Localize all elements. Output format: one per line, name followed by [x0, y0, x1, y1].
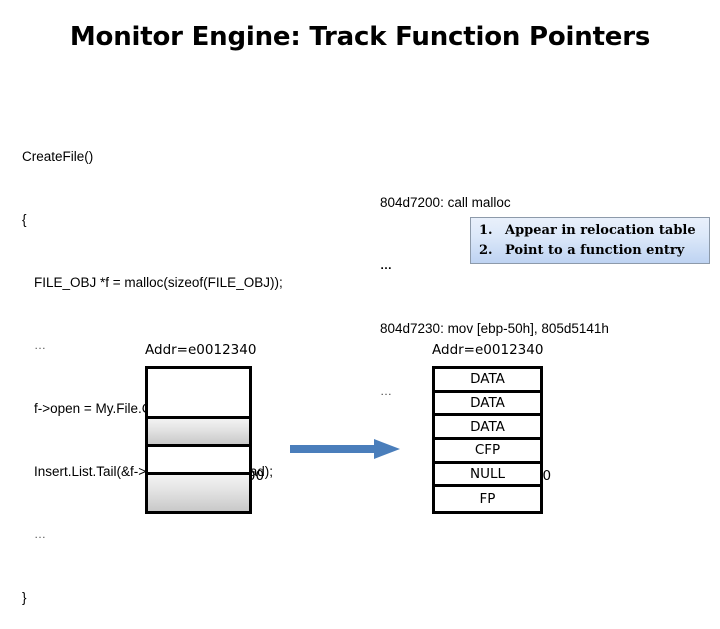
- memory-cell: [148, 447, 249, 475]
- page-title: Monitor Engine: Track Function Pointers: [69, 22, 651, 52]
- memory-cell: DATA: [435, 392, 540, 417]
- memory-cell: DATA: [435, 416, 540, 440]
- callout-item-number: 1.: [479, 223, 493, 238]
- callout-item-label: Appear in relocation table: [505, 223, 696, 238]
- asm-line: 804d7200: call malloc: [380, 195, 511, 210]
- object-addr-label: Addr=e0012340: [145, 342, 257, 358]
- asm-line: 804d7230: mov [ebp-50h], 805d5141h: [380, 321, 609, 336]
- memory-cell: FP: [435, 487, 540, 511]
- memory-cell: DATA: [435, 369, 540, 393]
- asm-line-ellipsis: …: [380, 384, 393, 398]
- flow-arrow-icon: [290, 439, 400, 459]
- memory-cell: [148, 369, 249, 419]
- callout-item: 2. Point to a function entry: [479, 241, 703, 261]
- object-addr-label: Addr=e0012340: [432, 342, 544, 358]
- callout-item-label: Point to a function entry: [505, 243, 685, 258]
- memory-cell: [148, 475, 249, 511]
- code-line: {: [22, 212, 27, 227]
- callout-item: 1. Appear in relocation table: [479, 221, 703, 241]
- memory-cell: NULL: [435, 463, 540, 488]
- code-line: CreateFile(): [22, 149, 94, 164]
- code-line-ellipsis: …: [34, 527, 47, 541]
- asm-line-ellipsis: …: [380, 258, 393, 272]
- callout-box: 1. Appear in relocation table 2. Point t…: [470, 217, 710, 264]
- code-line: FILE_OBJ *f = malloc(sizeof(FILE_OBJ));: [34, 275, 283, 290]
- memory-cell: CFP: [435, 439, 540, 464]
- callout-item-number: 2.: [479, 243, 493, 258]
- code-line: }: [22, 590, 27, 605]
- right-memory-table: DATA DATA DATA CFP NULL FP: [432, 366, 543, 514]
- left-memory-table: [145, 366, 252, 514]
- memory-cell: [148, 419, 249, 447]
- disassembly-listing: 804d7200: call malloc … 804d7230: mov [e…: [380, 150, 710, 423]
- code-line-ellipsis: …: [34, 338, 47, 352]
